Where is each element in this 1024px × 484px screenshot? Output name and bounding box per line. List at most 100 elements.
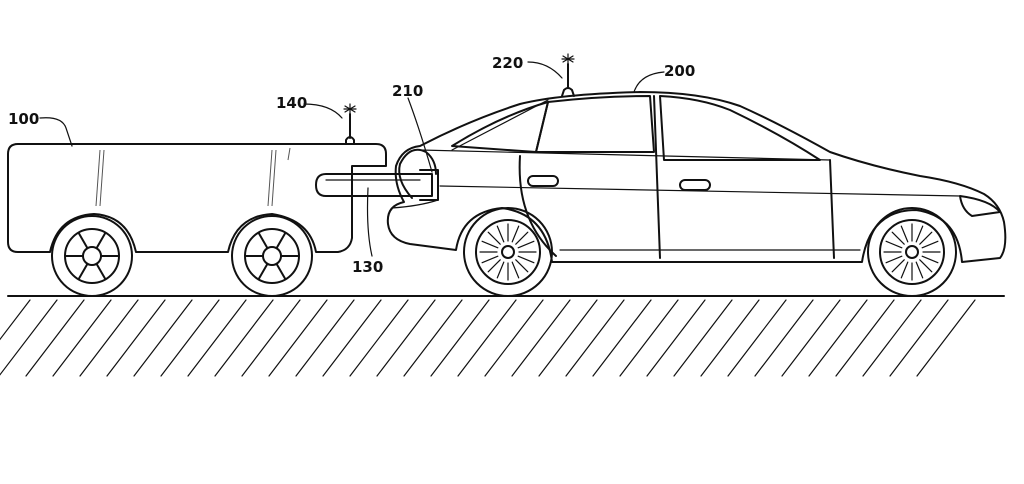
hatch-line: [134, 300, 192, 376]
rim-slot: [916, 262, 923, 278]
rim-slot: [518, 256, 534, 263]
rim-slot: [886, 256, 902, 263]
hatch-line: [161, 300, 219, 376]
hatch-line: [431, 300, 489, 376]
hatch-line: [917, 300, 975, 376]
device-shade-3: [268, 150, 272, 206]
ground-hatching: [0, 300, 975, 376]
leader-220: [528, 62, 562, 78]
label-130: 130: [352, 258, 383, 276]
hatch-line: [323, 300, 381, 376]
hatch-line: [566, 300, 624, 376]
device-wheels: [52, 216, 312, 296]
hatch-line: [701, 300, 759, 376]
rim-slot: [920, 260, 932, 272]
tire: [868, 208, 956, 296]
hatch-line: [512, 300, 570, 376]
hatch-line: [53, 300, 111, 376]
hatch-line: [107, 300, 165, 376]
hatch-line: [485, 300, 543, 376]
rim-slot: [497, 226, 504, 242]
hatch-line: [242, 300, 300, 376]
device-shade-1: [96, 150, 100, 206]
vehicle-wheel-rear: [464, 208, 552, 296]
charging-arm-130: [316, 170, 438, 200]
rim-slot: [497, 262, 504, 278]
spoke: [97, 264, 106, 279]
rim-slot: [518, 241, 534, 248]
label-210: 210: [392, 82, 423, 100]
rim-slot: [886, 241, 902, 248]
device-wheel-rear: [52, 216, 132, 296]
rear-window-pillar: [452, 102, 548, 152]
hatch-line: [26, 300, 84, 376]
spoke: [259, 233, 268, 248]
spoke: [79, 233, 88, 248]
hatch-line: [674, 300, 732, 376]
spoke: [259, 264, 268, 279]
rim-slot: [516, 260, 528, 272]
spoke: [97, 233, 106, 248]
hatch-line: [755, 300, 813, 376]
device-body: [8, 144, 386, 252]
hub: [83, 247, 101, 265]
device-antenna-140: [344, 104, 356, 144]
leader-210: [408, 98, 432, 172]
hatch-line: [350, 300, 408, 376]
hatch-line: [404, 300, 462, 376]
rear-door-handle[interactable]: [528, 176, 558, 186]
rim-slot: [892, 260, 904, 272]
rim-slot: [488, 232, 500, 244]
rim-slot: [901, 262, 908, 278]
spoke: [79, 264, 88, 279]
label-200: 200: [664, 62, 695, 80]
hatch-line: [620, 300, 678, 376]
hatch-line: [728, 300, 786, 376]
hatch-line: [647, 300, 705, 376]
leader-130: [368, 188, 373, 256]
hatch-line: [890, 300, 948, 376]
rim-slot: [892, 232, 904, 244]
rim-slot: [482, 256, 498, 263]
rim-slot: [482, 241, 498, 248]
hub: [906, 246, 918, 258]
leader-140: [304, 104, 342, 118]
hatch-line: [0, 300, 30, 376]
hatch-line: [0, 300, 57, 376]
hub: [502, 246, 514, 258]
device-shade-5: [288, 148, 290, 160]
leader-200: [634, 72, 664, 92]
hatch-line: [458, 300, 516, 376]
rim-slot: [901, 226, 908, 242]
vehicle-wheel-front: [868, 208, 956, 296]
label-140: 140: [276, 94, 307, 112]
tire: [464, 208, 552, 296]
rim-slot: [922, 256, 938, 263]
hatch-line: [377, 300, 435, 376]
hatch-line: [269, 300, 327, 376]
hatch-line: [863, 300, 921, 376]
device-antenna-signal-icon: [344, 104, 356, 114]
hatch-line: [296, 300, 354, 376]
label-100: 100: [8, 110, 39, 128]
spoke: [277, 264, 286, 279]
vehicle-200: [388, 54, 1006, 296]
hub: [263, 247, 281, 265]
vehicle-antenna-220: [562, 54, 574, 96]
arm-body: [316, 174, 432, 196]
rear-door-window: [536, 96, 654, 152]
hatch-line: [809, 300, 867, 376]
spoke: [277, 233, 286, 248]
front-door-handle[interactable]: [680, 180, 710, 190]
b-pillar: [654, 96, 660, 258]
device-wheel-front: [232, 216, 312, 296]
leader-100: [40, 118, 72, 146]
label-220: 220: [492, 54, 523, 72]
rim-slot: [488, 260, 500, 272]
device-shade-2: [100, 150, 104, 206]
hatch-line: [539, 300, 597, 376]
rim-slot: [920, 232, 932, 244]
hatch-line: [80, 300, 138, 376]
